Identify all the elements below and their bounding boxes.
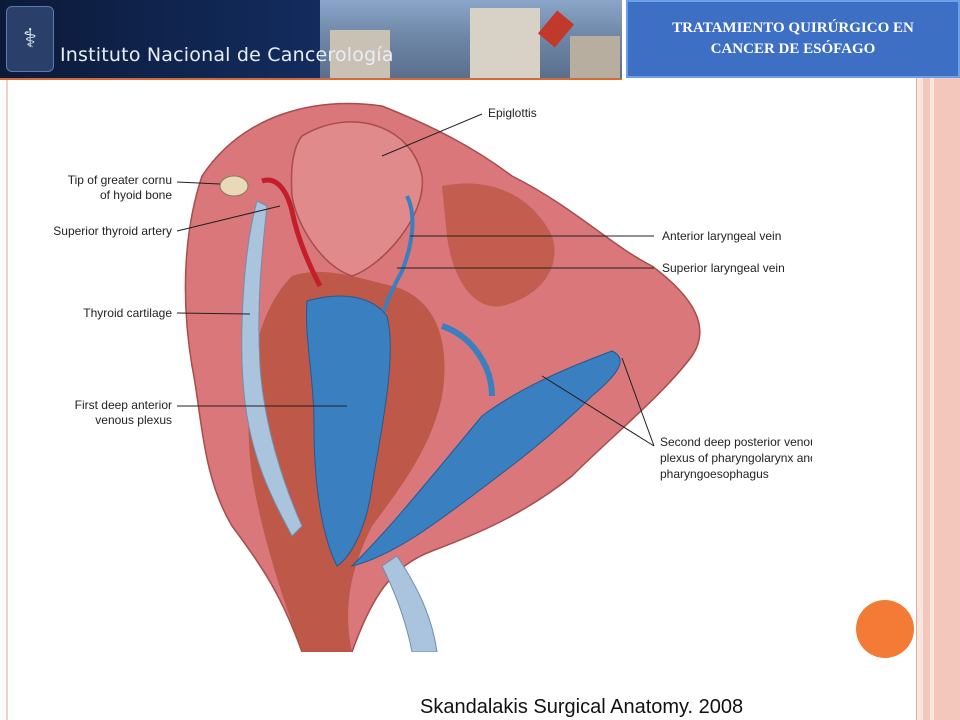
superior-thyroid-artery bbox=[261, 177, 323, 288]
hyoid-bone bbox=[219, 175, 249, 197]
left-border-line bbox=[6, 80, 8, 720]
artery-leader bbox=[176, 205, 281, 232]
institution-header-banner: ⚕ Instituto Nacional de Cancerología bbox=[0, 0, 622, 80]
epiglottis-leader bbox=[381, 113, 483, 157]
second-plexus-leader-a bbox=[541, 375, 655, 447]
first-deep-anterior-venous-plexus bbox=[305, 295, 391, 567]
label-thyroid-cartilage: Thyroid cartilage bbox=[83, 306, 172, 320]
second-deep-posterior-venous-plexus bbox=[350, 350, 621, 567]
label-superior-thyroid-artery: Superior thyroid artery bbox=[53, 224, 172, 238]
epiglottis bbox=[290, 121, 423, 277]
second-plexus-leader-b bbox=[621, 357, 655, 447]
cartilage-leader bbox=[176, 312, 251, 315]
decorative-orange-circle bbox=[856, 600, 914, 658]
esophagus bbox=[381, 555, 438, 652]
posterior-plexus-branch bbox=[440, 323, 495, 397]
label-first-plexus-line2: venous plexus bbox=[95, 413, 172, 427]
anterior-laryngeal-vein bbox=[382, 195, 415, 312]
thyroid-cartilage bbox=[241, 200, 303, 537]
label-anterior-laryngeal-vein: Anterior laryngeal vein bbox=[662, 229, 781, 243]
label-hyoid-line2: of hyoid bone bbox=[100, 188, 172, 202]
label-second-plexus-line2: plexus of pharyngolarynx and bbox=[660, 451, 812, 465]
label-hyoid-line1: Tip of greater cornu bbox=[68, 173, 172, 187]
label-superior-laryngeal-vein: Superior laryngeal vein bbox=[662, 261, 785, 275]
slide-title: TRATAMIENTO QUIRÚRGICO EN CANCER DE ESÓF… bbox=[626, 0, 960, 78]
label-second-plexus-line3: pharyngoesophagus bbox=[660, 467, 769, 481]
figure-citation: Skandalakis Surgical Anatomy. 2008 bbox=[420, 696, 744, 718]
larynx-venous-anatomy-illustration: Epiglottis Tip of greater cornu of hyoid… bbox=[53, 102, 812, 652]
label-epiglottis: Epiglottis bbox=[488, 106, 537, 120]
right-decorative-border bbox=[916, 0, 960, 720]
label-first-plexus-line1: First deep anterior bbox=[75, 398, 172, 412]
caduceus-logo-icon: ⚕ bbox=[6, 6, 54, 72]
label-second-plexus-line1: Second deep posterior venous bbox=[660, 435, 812, 449]
slide-title-line2: CANCER DE ESÓFAGO bbox=[710, 41, 876, 57]
institution-name: Instituto Nacional de Cancerología bbox=[60, 44, 394, 66]
posterior-muscle bbox=[442, 183, 555, 307]
header-building-photo bbox=[320, 0, 622, 78]
hyoid-leader bbox=[176, 181, 221, 185]
slide-title-line1: TRATAMIENTO QUIRÚRGICO EN bbox=[672, 20, 914, 36]
